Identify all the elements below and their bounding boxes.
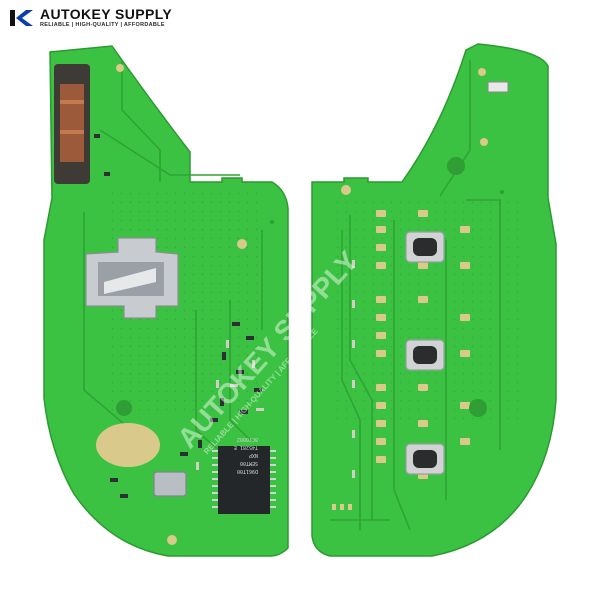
tactile-button-2 — [405, 339, 445, 371]
transponder-chip: D961T00 SEMT00 NXP T45281 E 8C7000Z — [212, 436, 276, 514]
left-pcb-board: D961T00 SEMT00 NXP T45281 E 8C7000Z — [43, 45, 289, 557]
brand-header: AUTOKEY SUPPLY RELIABLE | HIGH-QUALITY |… — [8, 6, 172, 30]
chip-marking-line: T45281 E — [234, 444, 258, 450]
chip-marking-line: SEMT00 — [240, 460, 258, 466]
brand-name: AUTOKEY SUPPLY — [40, 6, 173, 23]
ak-logo-icon — [10, 10, 33, 26]
chip-marking-line: D961T00 — [237, 468, 258, 474]
tactile-button-3 — [405, 443, 445, 475]
tactile-button-1 — [405, 231, 445, 263]
battery-clip — [85, 237, 179, 319]
chip-marking-line: 8C7000Z — [237, 436, 258, 442]
brand-tagline: RELIABLE | HIGH-QUALITY | AFFORDABLE — [40, 22, 165, 29]
right-pcb-board — [311, 43, 557, 557]
chip-marking-line: NXP — [249, 452, 258, 458]
